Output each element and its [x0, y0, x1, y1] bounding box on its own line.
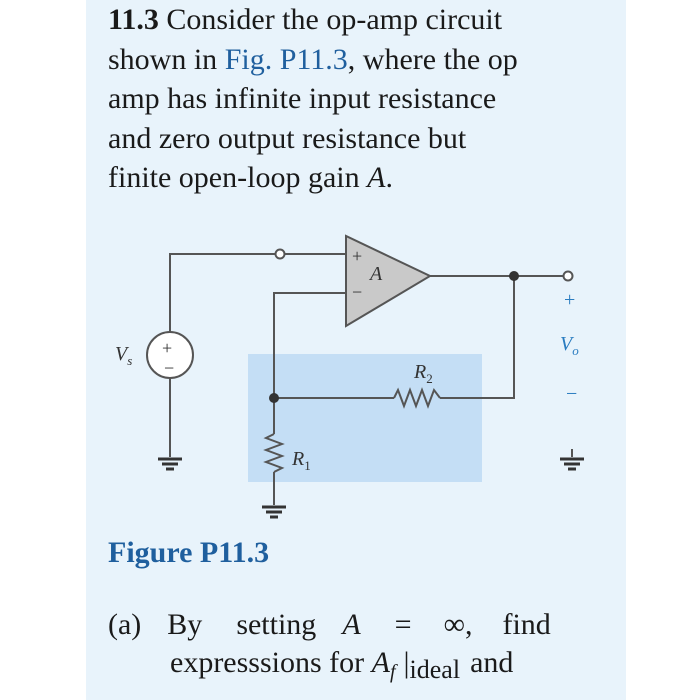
part-a-equals: = [394, 608, 412, 641]
gain-variable: A [367, 161, 386, 194]
r2-label-sub: 2 [426, 371, 433, 386]
r1-label-r: R [291, 448, 304, 470]
ground-output [560, 457, 584, 471]
wire-minus-to-node [273, 292, 346, 398]
feedback-network-highlight [248, 354, 482, 482]
vo-label-sub: o [572, 343, 579, 358]
part-a-line-2-pre: expresssions for [170, 646, 372, 679]
opamp-plus-sign: + [352, 246, 362, 266]
r2-resistor [393, 387, 441, 409]
part-a-word-setting: setting [236, 608, 317, 641]
problem-line-1: 11.3 Consider the op-amp circuit [108, 0, 518, 40]
voltage-source [146, 331, 194, 379]
part-a-line-1: (a) By setting A = ∞, find [108, 606, 551, 644]
problem-line-2-post: , where the op [347, 42, 518, 76]
vo-plus-sign: + [564, 289, 575, 311]
ground-source [158, 457, 182, 471]
opamp-triangle [345, 234, 433, 328]
part-a-label: (a) [108, 608, 142, 641]
part-a-af: A [371, 646, 390, 679]
problem-line-5-pre: finite open-loop gain [108, 161, 368, 194]
r2-label-r: R [413, 361, 426, 383]
wire-source-to-plus [169, 253, 276, 332]
opamp-minus-sign: − [352, 282, 362, 302]
wire-output-feedback [430, 275, 515, 399]
problem-line-5: finite open-loop gain A. [108, 158, 518, 198]
input-terminal [274, 248, 286, 260]
vo-minus-sign: − [566, 383, 577, 405]
r1-resistor [263, 433, 285, 473]
problem-line-3: amp has infinite input resistance [108, 82, 497, 115]
source-label-sub: s [127, 353, 132, 368]
part-a-ideal-sub: ideal [409, 655, 461, 684]
problem-line-1-text: Consider the op-amp circuit [166, 3, 503, 36]
problem-line-5-post: . [385, 161, 393, 194]
problem-line-2: shown in Fig. P11.3, where the op [108, 40, 518, 80]
problem-statement: 11.3 Consider the op-amp circuit shown i… [108, 0, 518, 198]
source-label-v: V [115, 343, 130, 365]
vo-label-v: V [560, 333, 575, 355]
part-a-word-by: By [167, 608, 203, 641]
opamp-gain-label: A [368, 263, 383, 285]
figure-reference-link[interactable]: Fig. P11.3 [224, 42, 348, 76]
part-a-word-find: find [502, 608, 551, 641]
ground-r1 [262, 505, 286, 519]
r2-label: R2 [413, 361, 433, 386]
problem-line-4: and zero output resistance but [108, 121, 467, 155]
problem-number: 11.3 [108, 3, 159, 36]
part-a-eval-bar: | [403, 646, 410, 679]
circuit-diagram: + − A + − Vs R2 R1 + Vo − [115, 234, 584, 519]
source-plus-sign: + [162, 338, 172, 358]
part-a-infinity: ∞, [443, 608, 473, 641]
part-a-line-2: expresssions for Af |ideal and [108, 644, 551, 685]
source-label: Vs [115, 343, 132, 368]
r1-label: R1 [291, 448, 311, 473]
problem-line-2-pre: shown in [108, 42, 225, 76]
part-a-af-sub: f [389, 661, 396, 683]
source-minus-sign: − [164, 358, 174, 378]
output-node-dot [509, 271, 519, 281]
vo-label: Vo [560, 333, 579, 358]
part-a-word-and: and [470, 646, 514, 679]
feedback-node-dot [269, 393, 279, 403]
output-terminal [562, 270, 574, 282]
figure-caption: Figure P11.3 [108, 536, 270, 569]
part-a-gain-var: A [342, 608, 361, 641]
r1-label-sub: 1 [304, 458, 311, 473]
